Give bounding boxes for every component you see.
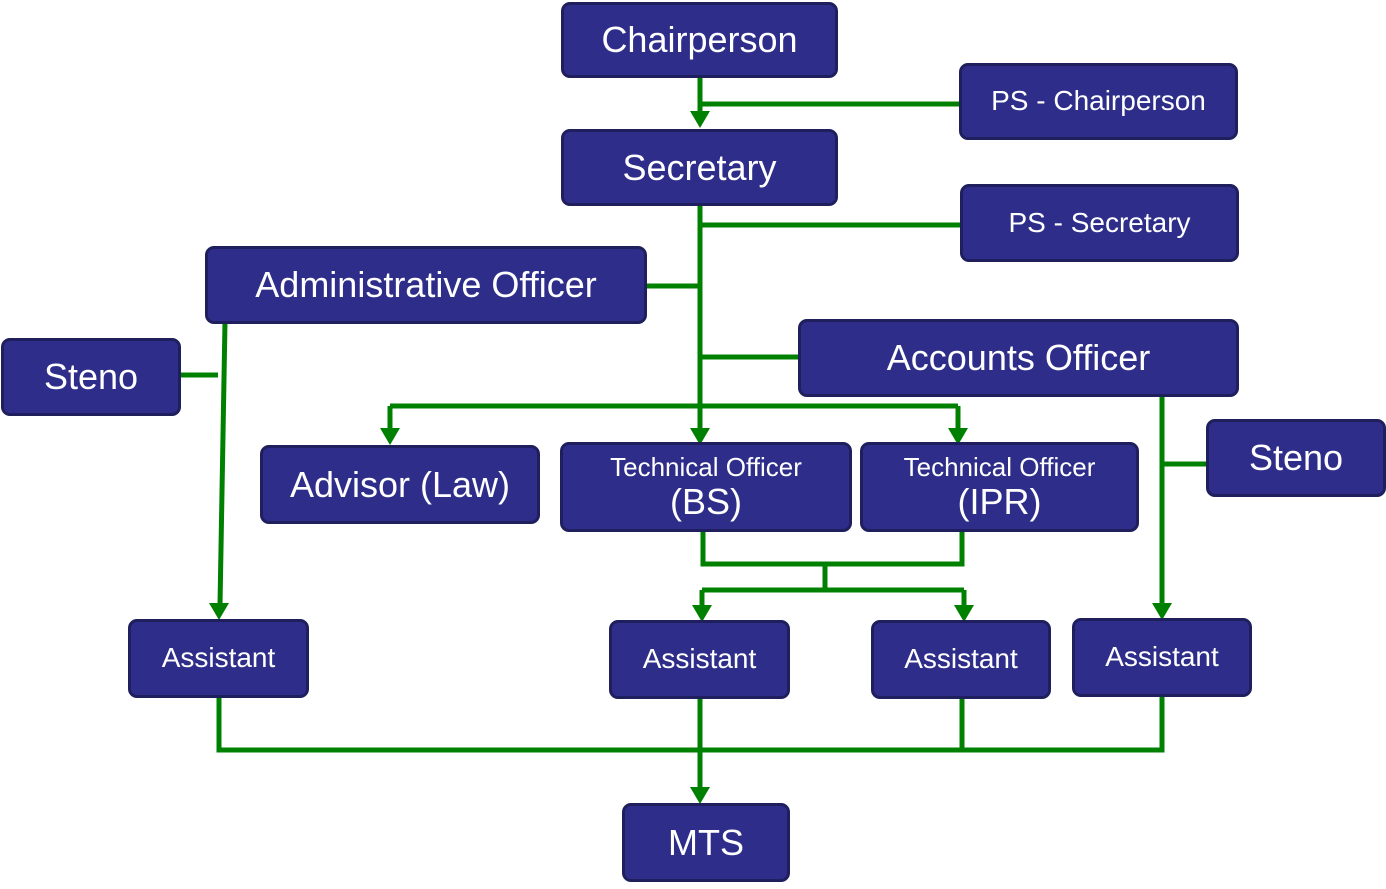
- node-assistant-ipr: Assistant: [871, 620, 1051, 699]
- arrowhead-assistant-ipr: [954, 605, 974, 622]
- arrowhead-secretary: [690, 111, 710, 128]
- node-label: MTS: [668, 821, 744, 863]
- node-assistant-admin: Assistant: [128, 619, 309, 698]
- node-label: PS - Secretary: [1008, 206, 1191, 238]
- node-label: Steno: [43, 356, 139, 398]
- arrowhead-mts: [690, 787, 710, 804]
- node-mts: MTS: [622, 803, 790, 882]
- node-label: Assistant: [642, 643, 757, 675]
- arrowhead-tech-bs: [690, 428, 710, 445]
- connector-assistants-bus: [216, 696, 1165, 753]
- arrowhead-assistant-bs: [692, 605, 712, 622]
- node-ps-secretary: PS - Secretary: [960, 184, 1239, 262]
- node-technical-officer-ipr: Technical Officer (IPR): [860, 442, 1139, 532]
- arrowhead-advisor: [380, 428, 400, 445]
- node-label: Advisor (Law): [289, 463, 511, 505]
- node-label: PS - Chairperson: [991, 85, 1206, 117]
- node-assistant-accounts: Assistant: [1072, 618, 1252, 697]
- arrowhead-assistant-admin: [209, 603, 229, 620]
- node-steno-left: Steno: [1, 338, 181, 416]
- node-label-line2: (IPR): [957, 480, 1042, 522]
- node-label: Accounts Officer: [886, 337, 1151, 379]
- arrowhead-assistant-accounts: [1152, 603, 1172, 620]
- node-advisor-law: Advisor (Law): [260, 445, 540, 524]
- node-accounts-officer: Accounts Officer: [798, 319, 1239, 397]
- node-steno-right: Steno: [1206, 419, 1386, 497]
- node-label: Chairperson: [601, 19, 798, 61]
- node-assistant-bs: Assistant: [609, 620, 790, 699]
- node-ps-chairperson: PS - Chairperson: [959, 63, 1238, 140]
- arrowhead-tech-ipr: [948, 428, 968, 445]
- connector-admin-assistant: [217, 321, 228, 606]
- node-secretary: Secretary: [561, 129, 838, 206]
- node-technical-officer-bs: Technical Officer (BS): [560, 442, 852, 532]
- node-label: Secretary: [622, 146, 777, 188]
- connector-tech-merge: [700, 530, 965, 567]
- node-label: Administrative Officer: [255, 264, 597, 306]
- node-label-line2: (BS): [670, 480, 742, 522]
- node-label-line1: Technical Officer: [903, 451, 1096, 482]
- node-label-line1: Technical Officer: [610, 451, 802, 482]
- node-label: Assistant: [1105, 641, 1219, 673]
- node-label: Assistant: [904, 643, 1018, 675]
- node-label: Assistant: [161, 642, 276, 674]
- node-label: Steno: [1248, 437, 1344, 479]
- node-administrative-officer: Administrative Officer: [205, 246, 647, 324]
- node-chairperson: Chairperson: [561, 2, 838, 78]
